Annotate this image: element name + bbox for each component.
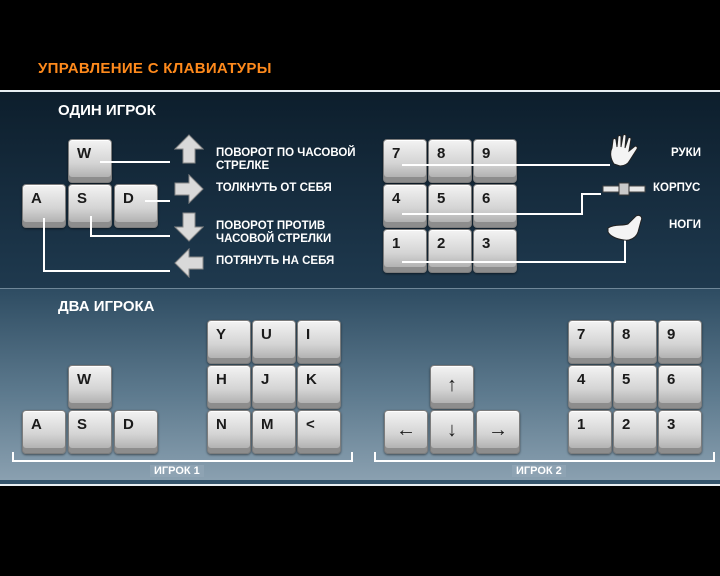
p1-key-d[interactable]: D: [114, 410, 158, 454]
key-2[interactable]: 2: [428, 229, 472, 273]
part-hands: РУКИ: [671, 147, 701, 159]
arrow-left-icon: [174, 248, 204, 278]
player2-bracket: [374, 452, 715, 462]
part-body: КОРПУС: [653, 182, 701, 194]
a-connector-h: [43, 270, 170, 272]
player1-bracket: [12, 452, 353, 462]
row4-connector-h2: [581, 193, 601, 195]
p2-key-7[interactable]: 7: [568, 320, 612, 364]
row7-connector: [402, 164, 610, 166]
key-7[interactable]: 7: [383, 139, 427, 183]
key-9[interactable]: 9: [473, 139, 517, 183]
p2-key-9[interactable]: 9: [658, 320, 702, 364]
action-push: ТОЛКНУТЬ ОТ СЕБЯ: [216, 182, 332, 194]
p1-key-k[interactable]: K: [297, 365, 341, 409]
arrow-up-icon: [174, 134, 204, 164]
player2-label: ИГРОК 2: [512, 465, 566, 477]
p2-key-1[interactable]: 1: [568, 410, 612, 454]
foot-icon: [607, 214, 643, 241]
p1-key-u[interactable]: U: [252, 320, 296, 364]
p1-key-comma[interactable]: <: [297, 410, 341, 454]
key-5[interactable]: 5: [428, 184, 472, 228]
key-6[interactable]: 6: [473, 184, 517, 228]
hand-icon: [610, 134, 638, 167]
p2-key-5[interactable]: 5: [613, 365, 657, 409]
p1-key-h[interactable]: H: [207, 365, 251, 409]
key-s[interactable]: S: [68, 184, 112, 228]
p2-key-3[interactable]: 3: [658, 410, 702, 454]
d-connector: [145, 200, 170, 202]
part-legs: НОГИ: [669, 219, 702, 231]
row1-connector-v: [624, 240, 626, 263]
p2-key-up[interactable]: ↑: [430, 365, 474, 409]
row4-connector-v: [581, 193, 583, 215]
key-3[interactable]: 3: [473, 229, 517, 273]
p1-key-s[interactable]: S: [68, 410, 112, 454]
one-player-heading: ОДИН ИГРОК: [58, 102, 156, 119]
belt-icon: [602, 182, 646, 196]
row4-connector-h: [402, 213, 582, 215]
screen-title: УПРАВЛЕНИЕ С КЛАВИАТУРЫ: [38, 60, 272, 77]
p2-key-2[interactable]: 2: [613, 410, 657, 454]
key-8[interactable]: 8: [428, 139, 472, 183]
p2-key-left[interactable]: ←: [384, 410, 428, 454]
player1-label: ИГРОК 1: [150, 465, 204, 477]
p2-key-down[interactable]: ↓: [430, 410, 474, 454]
p2-key-right[interactable]: →: [476, 410, 520, 454]
p1-key-a[interactable]: A: [22, 410, 66, 454]
row1-connector-h: [402, 261, 626, 263]
p2-key-4[interactable]: 4: [568, 365, 612, 409]
p1-key-w[interactable]: W: [68, 365, 112, 409]
a-connector-v: [43, 218, 45, 271]
action-rotate-cw: ПОВОРОТ ПО ЧАСОВОЙ СТРЕЛКЕ: [216, 147, 356, 172]
action-rotate-ccw: ПОВОРОТ ПРОТИВ ЧАСОВОЙ СТРЕЛКИ: [216, 220, 332, 245]
p1-key-m[interactable]: M: [252, 410, 296, 454]
p1-key-y[interactable]: Y: [207, 320, 251, 364]
key-d[interactable]: D: [114, 184, 158, 228]
p2-key-8[interactable]: 8: [613, 320, 657, 364]
two-players-heading: ДВА ИГРОКА: [58, 298, 155, 315]
s-connector-h: [90, 235, 170, 237]
s-connector-v: [90, 216, 92, 236]
w-connector: [100, 161, 170, 163]
p2-key-6[interactable]: 6: [658, 365, 702, 409]
action-pull: ПОТЯНУТЬ НА СЕБЯ: [216, 255, 335, 267]
section-divider: [0, 288, 720, 289]
p1-key-j[interactable]: J: [252, 365, 296, 409]
p1-key-i[interactable]: I: [297, 320, 341, 364]
arrow-down-icon: [174, 212, 204, 242]
p1-key-n[interactable]: N: [207, 410, 251, 454]
key-4[interactable]: 4: [383, 184, 427, 228]
arrow-right-icon: [174, 174, 204, 204]
key-1[interactable]: 1: [383, 229, 427, 273]
